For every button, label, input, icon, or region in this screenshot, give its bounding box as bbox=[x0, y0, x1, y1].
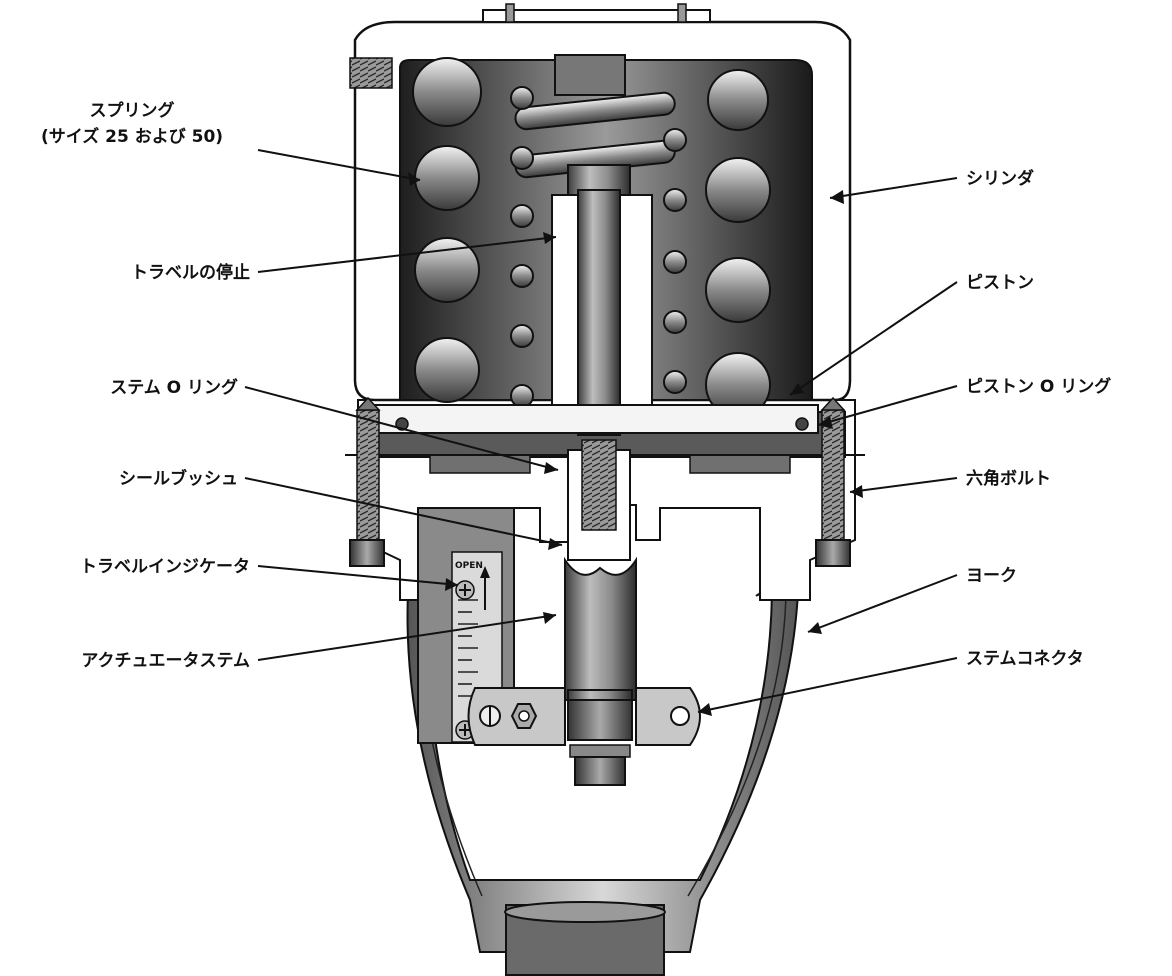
label-spring: スプリング bbox=[90, 100, 175, 121]
hex-bolt bbox=[349, 396, 385, 567]
label-hex-bolt: 六角ボルト bbox=[966, 468, 1051, 489]
label-actuator-stem: アクチュエータステム bbox=[81, 651, 250, 671]
label-piston-oring: ピストン O リング bbox=[966, 376, 1111, 397]
label-yoke: ヨーク bbox=[966, 566, 1017, 586]
label-seal-bushing: シールブッシュ bbox=[119, 468, 238, 489]
yoke bbox=[405, 589, 807, 976]
actuator-stem bbox=[564, 556, 637, 786]
indicator-screw-icon bbox=[455, 580, 475, 600]
label-spring-sizes: (サイズ 25 および 50) bbox=[41, 126, 223, 147]
label-travel-stop: トラベルの停止 bbox=[131, 262, 250, 283]
hex-bolt bbox=[815, 396, 851, 567]
label-cylinder: シリンダ bbox=[966, 168, 1034, 189]
spring bbox=[412, 57, 771, 418]
label-travel-indicator: トラベルインジケータ bbox=[80, 557, 250, 577]
leader-lines bbox=[244, 149, 958, 716]
callout-labels: スプリング (サイズ 25 および 50) トラベルの停止 ステム O リング … bbox=[41, 100, 1111, 671]
label-piston: ピストン bbox=[966, 273, 1034, 293]
label-stem-oring: ステム O リング bbox=[110, 377, 238, 398]
label-stem-connector: ステムコネクタ bbox=[966, 649, 1084, 669]
seal-bushing bbox=[567, 439, 631, 561]
indicator-open-label: OPEN bbox=[455, 561, 483, 571]
stem-connector bbox=[467, 687, 701, 746]
piston bbox=[365, 404, 819, 434]
travel-stop bbox=[551, 164, 653, 436]
